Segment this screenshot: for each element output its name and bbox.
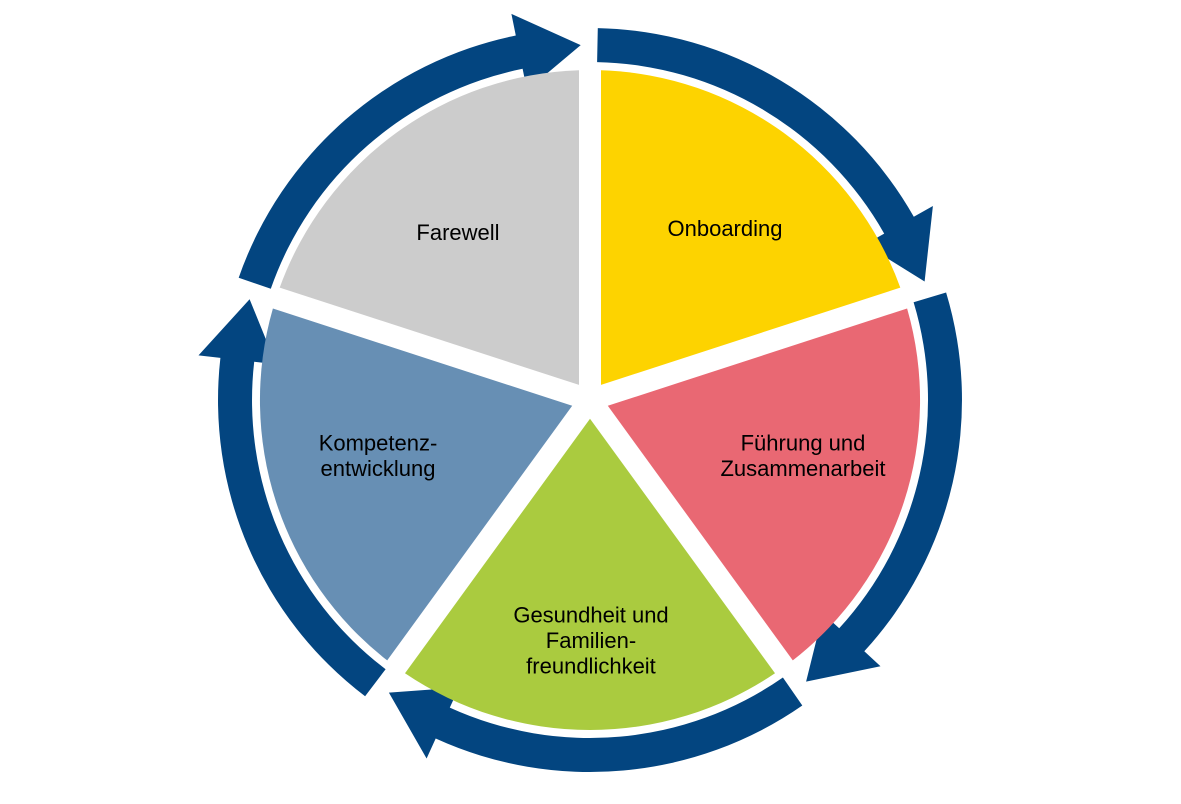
segment-label-line: Führung und: [741, 430, 866, 455]
segment-label-line: Gesundheit und: [513, 603, 668, 628]
cycle-arrow-farewell: [238, 13, 581, 289]
segment-fuehrung: [607, 308, 921, 661]
cycle-arrow-gesundheit: [388, 677, 803, 773]
segment-label-line: freundlichkeit: [526, 654, 656, 679]
segment-label-line: Kompetenz-: [319, 430, 438, 455]
cycle-arrows: [198, 13, 962, 773]
cycle-arrow-kompetenz: [198, 299, 386, 697]
segment-label-line: Zusammenarbeit: [720, 456, 885, 481]
segment-onboarding: [601, 70, 901, 385]
segment-farewell: [279, 70, 579, 385]
segment-label-onboarding: Onboarding: [668, 216, 783, 241]
segment-label-line: Onboarding: [668, 216, 783, 241]
segment-kompetenz: [259, 308, 573, 661]
cycle-arrow-onboarding: [597, 28, 933, 282]
segment-label-farewell: Farewell: [416, 220, 499, 245]
cycle-arrow-fuehrung: [806, 292, 962, 682]
segment-gesundheit: [405, 418, 775, 731]
segment-label-line: entwicklung: [321, 456, 436, 481]
segment-label-line: Familien-: [546, 628, 636, 653]
segment-label-line: Farewell: [416, 220, 499, 245]
cycle-segments: [259, 70, 921, 731]
segment-label-kompetenz: Kompetenz-entwicklung: [319, 430, 438, 481]
